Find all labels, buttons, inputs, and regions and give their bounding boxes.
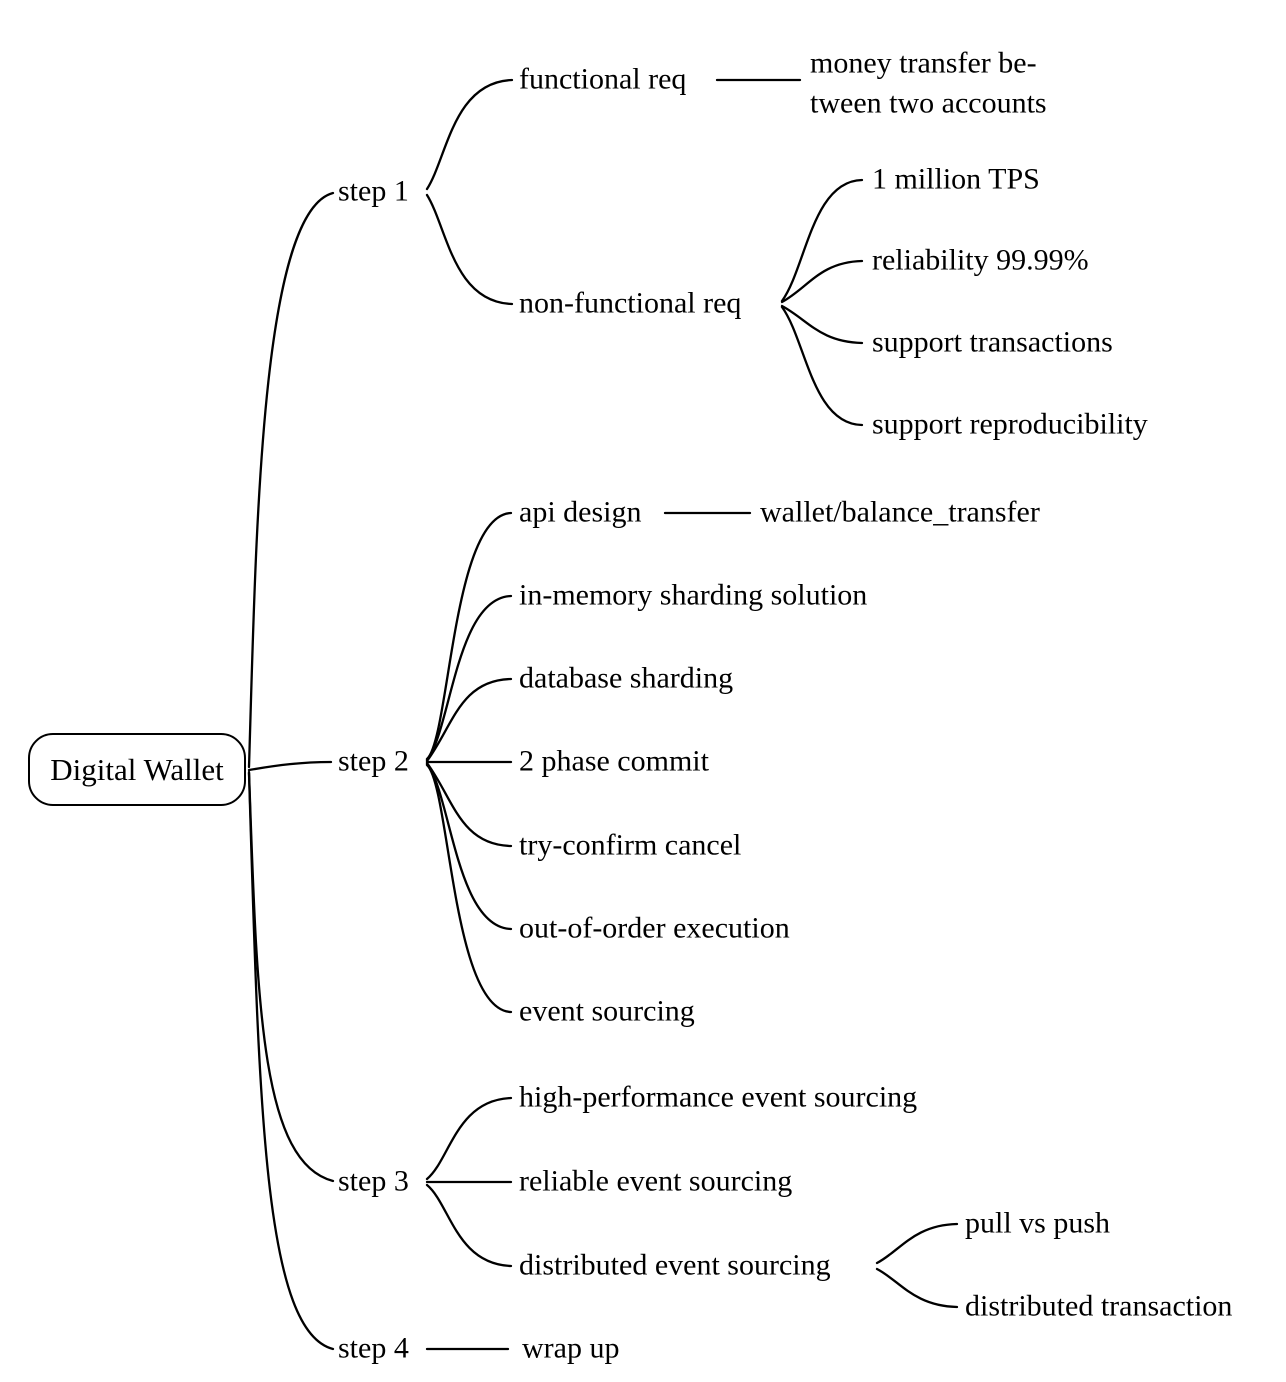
edge-step2-database-sharding [425,677,513,763]
node-database-sharding: database sharding [519,661,734,695]
node-out-of-order-execution: out-of-order execution [519,911,790,945]
node-digital-wallet: Digital Wallet [28,733,246,806]
edge-nfr-tps [780,178,864,303]
edge-nfr-reliability [780,259,864,304]
node-money-transfer-line1: money transfer be- [810,46,1037,80]
edge-des-pull-vs-push [875,1222,959,1265]
node-in-memory-sharding: in-memory sharding solution [519,578,868,612]
node-non-functional-req: non-functional req [519,286,742,320]
edge-root-step3 [247,770,335,1183]
edge-root-step4 [247,771,335,1351]
node-high-performance-event-sourcing: high-performance event sourcing [519,1080,918,1114]
edge-nfr-transactions [780,304,864,345]
node-money-transfer-line2: tween two accounts [810,86,1047,120]
edge-step1-non-functional-req [425,193,514,306]
edge-step2-out-of-order [425,762,513,931]
edge-step1-functional-req [425,78,514,191]
node-support-transactions: support transactions [872,325,1113,359]
edge-step3-high-performance [425,1096,513,1181]
edge-step3-distributed [425,1183,513,1268]
node-step-1: step 1 [338,174,409,208]
node-distributed-transaction: distributed transaction [965,1289,1233,1323]
edge-step2-in-memory [425,594,513,762]
node-api-design: api design [519,495,642,529]
node-event-sourcing: event sourcing [519,994,695,1028]
node-2-phase-commit: 2 phase commit [519,744,709,778]
node-reliable-event-sourcing: reliable event sourcing [519,1164,793,1198]
edge-root-step2 [247,760,333,772]
node-support-reproducibility: support reproducibility [872,407,1148,441]
node-wrap-up: wrap up [522,1331,620,1365]
edge-step2-api-design [425,511,513,761]
node-pull-vs-push: pull vs push [965,1206,1111,1240]
edge-step2-event-sourcing [425,763,513,1014]
node-functional-req: functional req [519,62,687,96]
node-reliability: reliability 99.99% [872,243,1089,277]
node-money-transfer: money transfer be- tween two accounts [810,43,1047,123]
node-1-million-tps: 1 million TPS [872,162,1040,196]
edge-root-step1 [247,191,335,769]
node-digital-wallet-label: Digital Wallet [50,751,224,787]
node-distributed-event-sourcing: distributed event sourcing [519,1248,831,1282]
node-try-confirm-cancel: try-confirm cancel [519,828,742,862]
node-step-3: step 3 [338,1164,409,1198]
node-wallet-balance-transfer: wallet/balance_transfer [760,495,1040,529]
edge-nfr-reproducibility [780,305,864,427]
edge-step2-try-confirm [425,761,513,848]
node-step-2: step 2 [338,744,409,778]
edge-des-distributed-transaction [875,1267,959,1309]
node-step-4: step 4 [338,1331,409,1365]
